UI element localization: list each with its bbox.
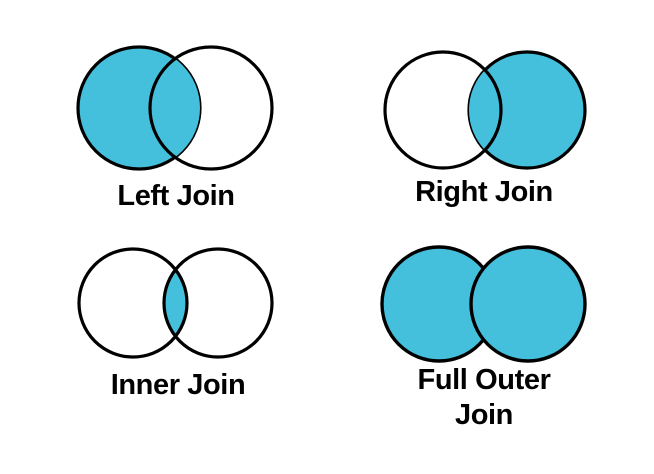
venn-intersection-region <box>150 47 200 169</box>
join-diagram-left-join: Left Join <box>60 40 292 220</box>
venn-circle-right <box>148 45 274 171</box>
venn-circle-left <box>383 50 503 170</box>
join-diagram-right-join: Right Join <box>368 44 600 224</box>
venn-diagram-full-outer-join <box>380 245 587 363</box>
venn-circle-right <box>162 247 274 359</box>
venn-diagram-inner-join <box>77 247 274 359</box>
join-diagram-inner-join: Inner Join <box>62 242 294 422</box>
join-label-inner-join: Inner Join <box>110 369 246 401</box>
venn-circle-left <box>77 247 189 359</box>
venn-circle-right <box>469 245 587 363</box>
venn-diagram-left-join <box>76 45 274 171</box>
join-label-left-join: Left Join <box>117 180 235 212</box>
join-label-full-outer-join: Full Outer Join <box>417 364 551 431</box>
join-label-right-join: Right Join <box>415 176 553 208</box>
venn-diagram-right-join <box>383 50 587 170</box>
join-diagram-full-outer-join: Full Outer Join <box>368 239 600 471</box>
